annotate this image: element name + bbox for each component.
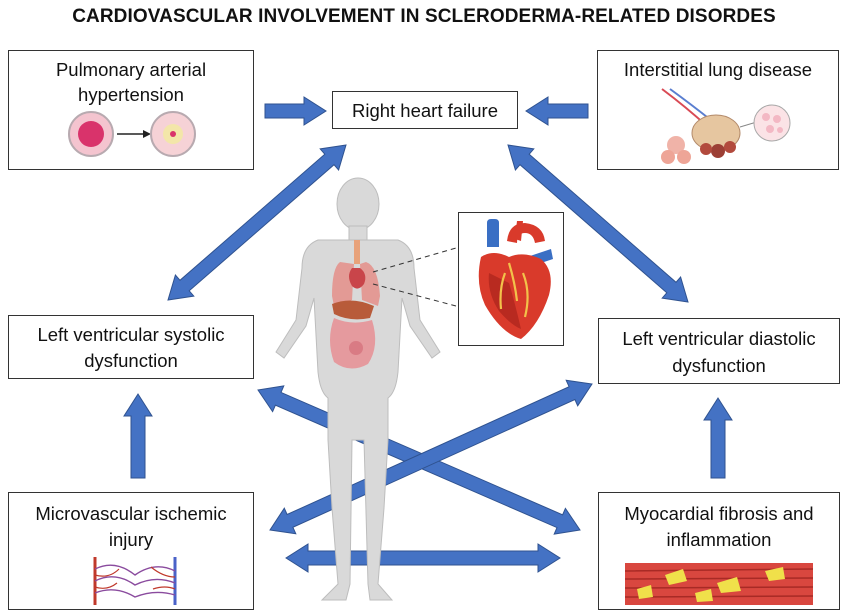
node-label-line-2: inflammation <box>666 529 772 550</box>
arrow-mvi-mfi <box>285 543 561 573</box>
arrow-mfi-to-lvd <box>703 397 733 479</box>
node-interstitial-lung-disease: Interstitial lung disease <box>597 50 839 170</box>
heart-illustration <box>478 219 553 339</box>
diagram-title: CARDIOVASCULAR INVOLVEMENT IN SCLERODERM… <box>72 6 776 27</box>
node-label-line-1: Right heart failure <box>351 100 499 121</box>
arrow-rhf-lvd <box>507 144 689 303</box>
body-silhouette <box>275 177 441 601</box>
vessel-cross-section-icon <box>68 111 196 157</box>
node-pulmonary-arterial-hypertension: Pulmonary arterial hypertension <box>8 50 254 170</box>
arrow-ild-to-rhf <box>525 96 589 126</box>
node-label-line-2: injury <box>108 529 154 550</box>
node-label-line-2: dysfunction <box>84 350 178 371</box>
node-lv-systolic-dysfunction: Left ventricular systolic dysfunction <box>8 315 254 379</box>
lung-alveoli-icon <box>661 88 791 164</box>
capillary-network-icon <box>93 557 177 605</box>
node-lv-diastolic-dysfunction: Left ventricular diastolic dysfunction <box>598 318 840 384</box>
node-myocardial-fibrosis-inflammation: Myocardial fibrosis and inflammation <box>598 492 840 610</box>
organs <box>330 240 380 369</box>
node-microvascular-ischemic-injury: Microvascular ischemic injury <box>8 492 254 610</box>
node-right-heart-failure: Right heart failure <box>332 91 518 129</box>
node-label-line-1: Myocardial fibrosis and <box>624 503 814 524</box>
node-label-line-1: Left ventricular diastolic <box>622 328 816 349</box>
node-label-line-2: dysfunction <box>672 355 766 376</box>
arrow-mvi-to-lvs <box>123 393 153 479</box>
node-label-line-1: Pulmonary arterial <box>55 59 207 80</box>
muscle-fibers-icon <box>625 563 813 605</box>
node-label-line-1: Left ventricular systolic <box>37 324 225 345</box>
node-label-line-1: Microvascular ischemic <box>35 503 227 524</box>
arrow-rhf-lvs <box>167 144 347 301</box>
zoom-line-top <box>372 247 457 273</box>
node-label-line-2: hypertension <box>78 84 184 105</box>
node-label-line-1: Interstitial lung disease <box>623 59 813 80</box>
arrow-pah-to-rhf <box>264 96 327 126</box>
heart-illustration-frame <box>458 212 564 346</box>
